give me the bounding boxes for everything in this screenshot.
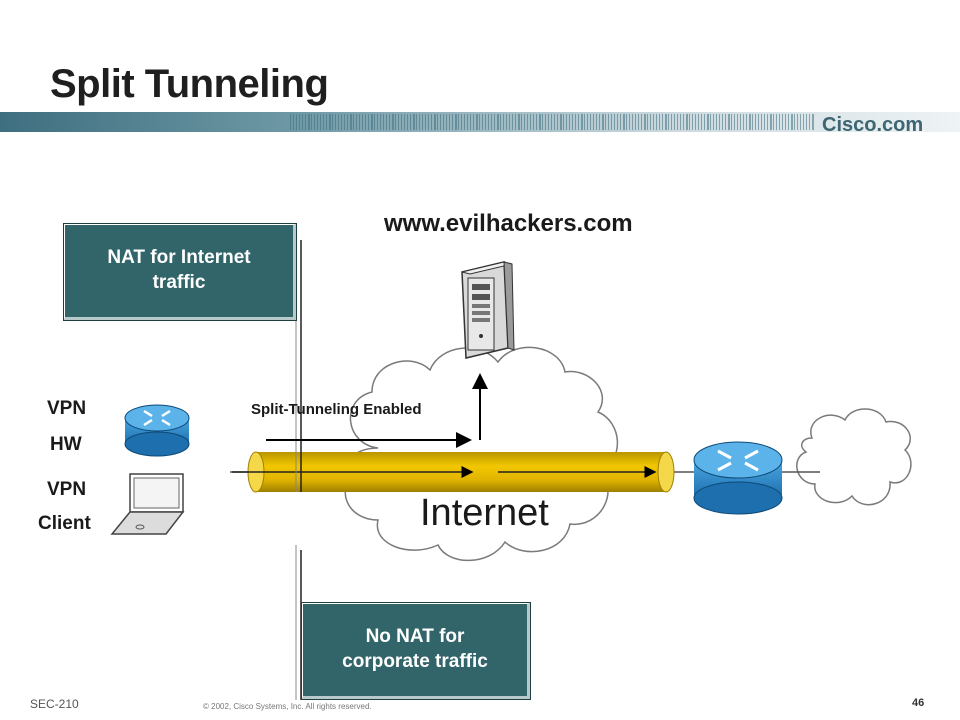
nonat-box-line1: No NAT for [365,626,465,648]
nat-box-line2: traffic [152,272,206,293]
laptop-icon [110,473,185,535]
course-code: SEC-210 [30,697,79,711]
internet-label: Internet [420,492,549,534]
server-icon [461,261,515,359]
copyright: © 2002, Cisco Systems, Inc. All rights r… [203,702,372,711]
vpn-client-label-line2: Client [38,513,91,534]
cisco-logo: Cisco.com [822,114,924,136]
vpn-client-label-line1: VPN [47,479,87,500]
page-number: 46 [912,697,925,709]
no-nat-corporate-box: No NAT for corporate traffic [301,602,531,700]
slide-title: Split Tunneling [50,62,329,106]
vpn-hw-label-line2: HW [50,434,82,455]
split-tunneling-label: Split-Tunneling Enabled [251,401,422,418]
split-divider [295,234,302,700]
server-label: www.evilhackers.com [384,210,633,237]
header-band [0,112,960,132]
nat-internet-box: NAT for Internet traffic [63,223,297,321]
nonat-box-line2: corporate traffic [342,651,488,672]
corporate-router-icon [693,441,783,515]
vpn-hw-label-line1: VPN [47,398,87,419]
nat-box-line1: NAT for Internet [107,247,251,269]
vpn-router-icon [124,404,190,457]
corporate-cloud-icon [796,408,912,506]
